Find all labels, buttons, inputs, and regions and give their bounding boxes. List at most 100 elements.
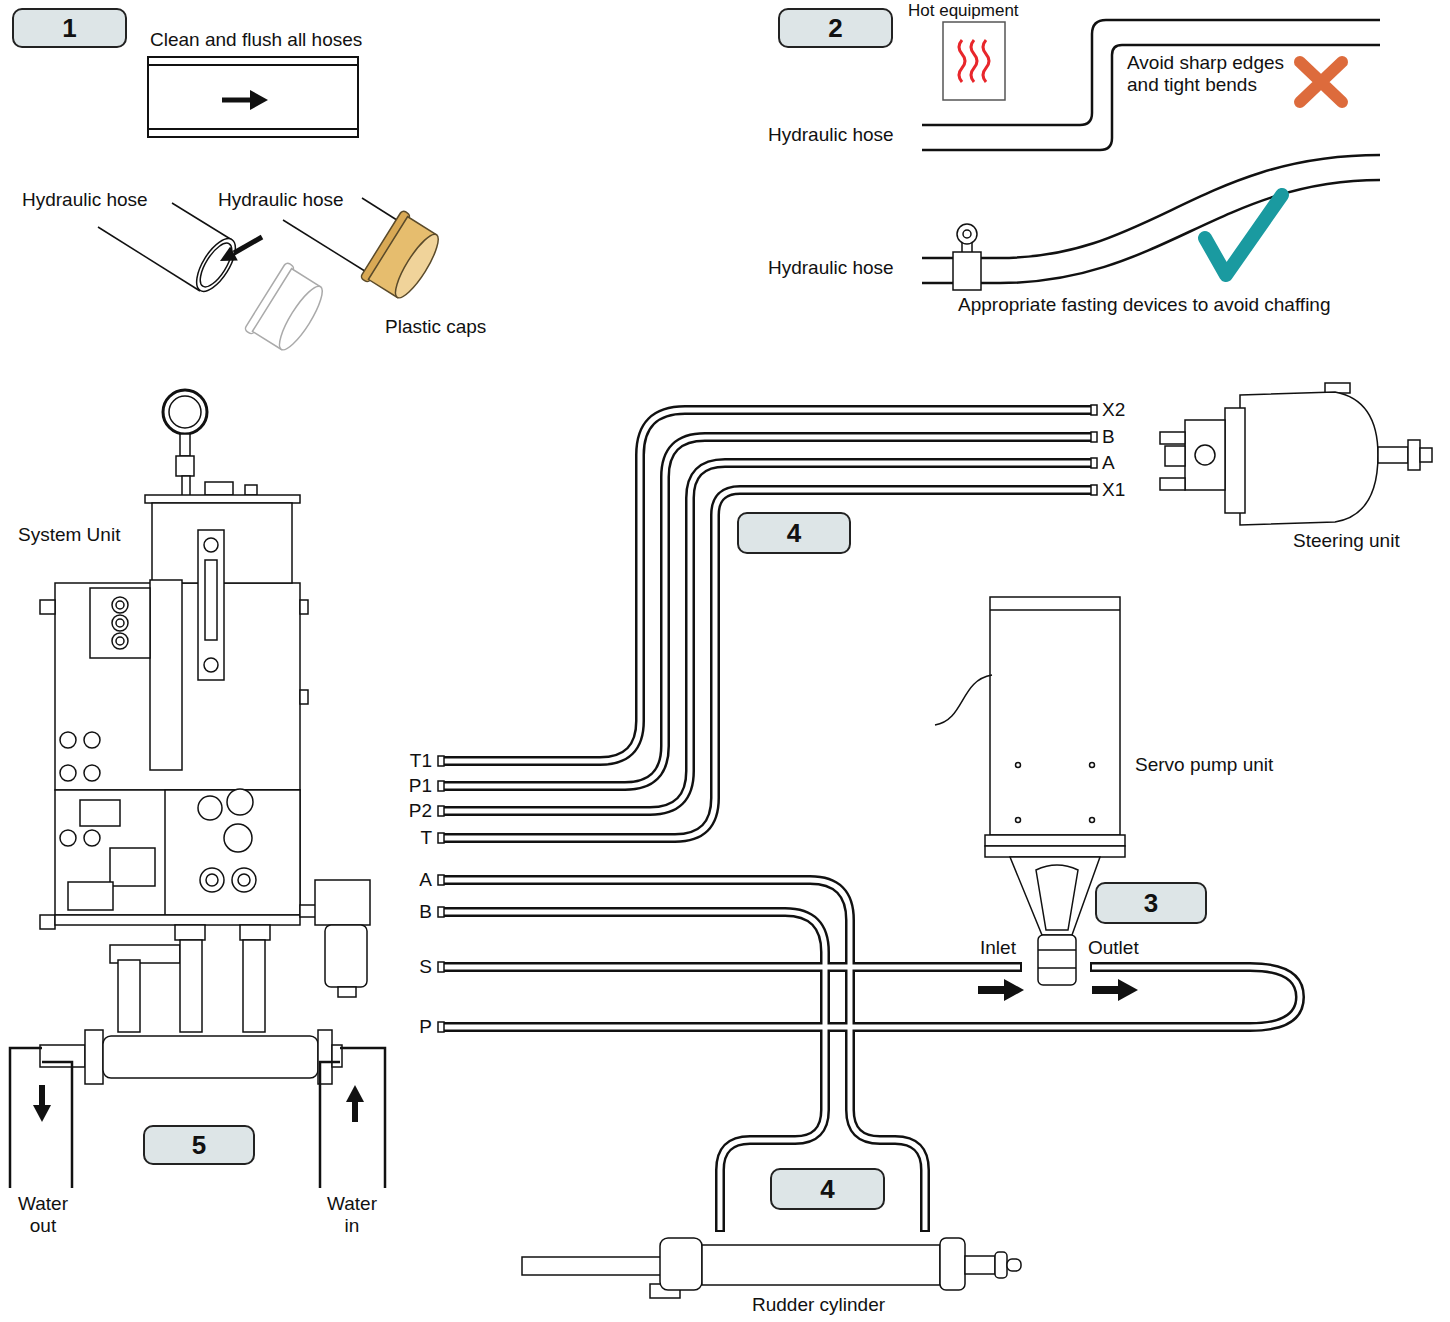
system-unit-part	[40, 600, 55, 614]
good-hose-part	[922, 180, 1380, 283]
steering-unit-part	[1195, 445, 1215, 465]
hose-end-cap-part	[1091, 405, 1097, 415]
steering-unit-part	[1160, 478, 1185, 490]
steering-unit-part	[1160, 432, 1185, 444]
system-unit-part	[85, 1030, 103, 1084]
hydraulic-hose-bore-part	[442, 880, 925, 1230]
system-unit-part	[180, 434, 190, 456]
ghost-cap-part	[273, 281, 329, 354]
flow-label: Outlet	[1088, 937, 1139, 959]
hose-clamp-part	[957, 224, 977, 244]
system-unit-part	[227, 789, 253, 815]
system-unit-part	[110, 848, 155, 886]
good-hose	[922, 155, 1380, 283]
water-arrow-part	[33, 1105, 51, 1122]
hose-end-cap-part	[438, 806, 444, 816]
system-unit-part	[325, 925, 367, 987]
system-unit-part	[112, 633, 128, 649]
rudder-cylinder-part	[965, 1256, 995, 1274]
hose-end-cap-part	[438, 907, 444, 917]
system-unit-part	[200, 868, 224, 892]
system-unit-part	[182, 476, 190, 496]
hydraulic-hose-bore-part	[442, 463, 1093, 811]
system-unit-part	[60, 830, 76, 846]
bad-hose	[922, 20, 1380, 150]
system-unit-part	[40, 1045, 85, 1067]
hydraulic-hose-part	[440, 880, 925, 1232]
hose-end-part	[283, 220, 368, 273]
instruction-text: Appropriate fasting devices to avoid cha…	[958, 294, 1331, 316]
system-unit-part	[300, 690, 308, 704]
rudder-cylinder-part	[702, 1245, 940, 1285]
system-unit-part	[243, 940, 265, 1032]
servo-pump-part	[1016, 763, 1021, 768]
rudder-cylinder-part	[522, 1257, 662, 1275]
servo-pump-part	[1038, 935, 1076, 985]
hose-end-cap-part	[438, 833, 444, 843]
servo-pump-part	[935, 675, 992, 725]
wrong-mark-part	[1300, 62, 1342, 102]
servo-pump-part	[1036, 865, 1078, 930]
callout-box: 1	[12, 8, 127, 48]
system-unit-part	[55, 790, 300, 915]
water-pipe-part	[42, 1062, 72, 1188]
hose-end	[98, 198, 400, 297]
unit-label: Rudder cylinder	[752, 1294, 885, 1316]
flush-channel-part	[148, 64, 358, 66]
system-unit-part	[204, 658, 218, 672]
system-unit-part	[315, 880, 370, 925]
port-label: A	[398, 869, 432, 891]
hose-end-cap-part	[438, 962, 444, 972]
servo-pump-part	[1090, 763, 1095, 768]
servo-pump-part	[990, 609, 1120, 611]
hose-end-part	[194, 238, 237, 291]
instruction-text: Clean and flush all hoses	[150, 29, 362, 51]
system-unit-part	[198, 796, 222, 820]
part-label: Hydraulic hose	[22, 189, 148, 211]
part-label: Hydraulic hose	[768, 257, 894, 279]
good-hose-part	[922, 155, 1380, 258]
hydraulic-hose-part	[440, 967, 1300, 1027]
callout-box: 3	[1095, 882, 1207, 924]
rudder-cylinder-part	[995, 1252, 1007, 1278]
hose-end-cap-part	[1091, 432, 1097, 442]
hose-end-cap-part	[438, 875, 444, 885]
system-unit-part	[80, 800, 120, 826]
hose-clamp	[953, 224, 981, 290]
port-label: A	[1102, 452, 1115, 474]
servo-pump	[935, 597, 1125, 985]
water-pipe-part	[10, 1048, 42, 1188]
port-label: B	[1102, 426, 1115, 448]
ghost-cap	[244, 262, 330, 357]
instruction-text: Avoid sharp edges and tight bends	[1127, 52, 1312, 96]
callout-number: 1	[62, 15, 76, 41]
steering-unit-part	[1420, 448, 1432, 462]
callout-number: 4	[820, 1176, 834, 1202]
flow-arrow-part	[222, 98, 252, 103]
callout-box: 2	[778, 8, 893, 48]
system-unit-part	[118, 960, 140, 1032]
system-unit-part	[68, 882, 113, 910]
system-unit-part	[90, 588, 150, 658]
flow-arrow	[222, 90, 268, 110]
hot-sign-part	[959, 40, 989, 82]
hose-end-cap-part	[438, 756, 444, 766]
check-mark	[1205, 195, 1282, 275]
callout-number: 2	[828, 15, 842, 41]
steering-unit-part	[1185, 420, 1225, 490]
hydraulic-hose-part	[440, 912, 825, 1232]
system-unit-part	[206, 874, 218, 886]
callout-box: 4	[770, 1168, 885, 1210]
system-unit-part	[112, 597, 128, 613]
flow-arrow-part	[978, 986, 1006, 994]
port-label: X1	[1102, 479, 1125, 501]
system-unit-part	[40, 915, 55, 929]
rudder-cylinder-part	[940, 1238, 965, 1290]
port-label: B	[398, 901, 432, 923]
hose-end-cap-part	[438, 1022, 444, 1032]
servo-pump-part	[990, 597, 1120, 835]
water-pipe-part	[340, 1048, 385, 1188]
flush-channel-part	[148, 128, 358, 130]
plastic-cap-part	[389, 229, 445, 302]
hose-clamp-part	[963, 230, 971, 238]
